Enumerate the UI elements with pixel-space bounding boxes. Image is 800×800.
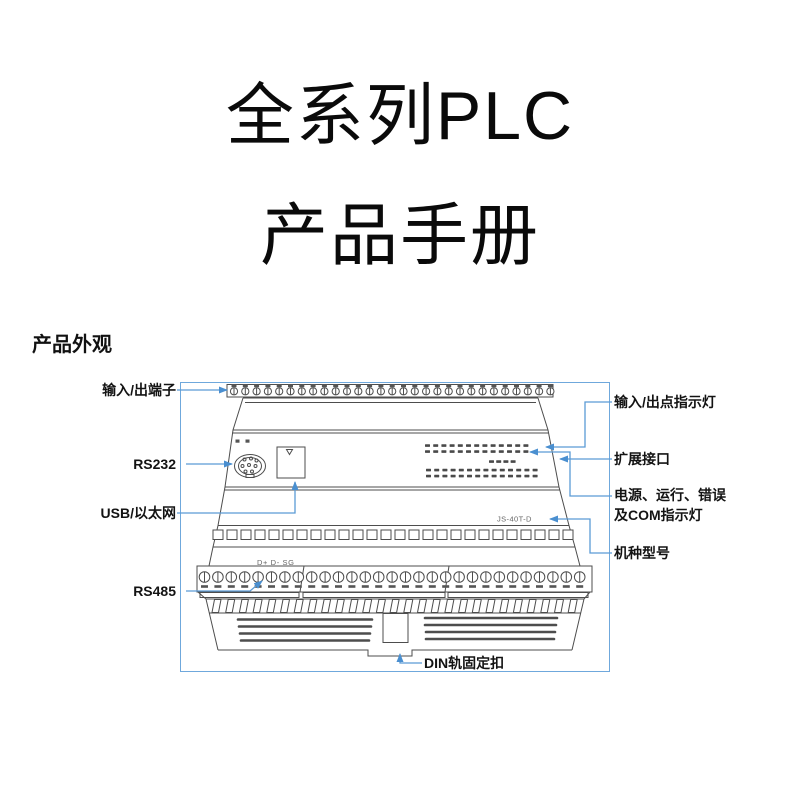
- label-usb-ethernet: USB/以太网: [100, 505, 176, 521]
- callout-rs485: [186, 580, 263, 592]
- label-expansion-port: 扩展接口: [614, 451, 670, 467]
- label-din-rail-clip: DIN轨固定扣: [424, 655, 505, 671]
- label-rs485: RS485: [133, 583, 176, 599]
- bottom-vents: [236, 616, 559, 642]
- diagram-frame: [180, 382, 610, 672]
- din-rail-tab: [218, 649, 572, 657]
- device-model-text: JS-40T-D: [497, 515, 532, 524]
- callout-power-leds: [529, 448, 612, 497]
- callout-din: [396, 653, 422, 664]
- doc-title-line2: 产品手册: [259, 198, 540, 274]
- label-model-number: 机种型号: [614, 545, 670, 561]
- din-clip-square: [382, 613, 409, 643]
- label-io-terminals: 输入/出端子: [102, 382, 176, 398]
- label-rs232: RS232: [133, 456, 176, 472]
- label-power-line1: 电源、运行、错误: [614, 487, 726, 503]
- label-power-run-error-com-leds: 电源、运行、错误 及COM指示灯: [614, 485, 726, 525]
- callout-io-leds: [545, 401, 612, 451]
- callout-usb: [177, 481, 299, 514]
- callout-lines: [177, 386, 612, 664]
- rs485-pin-labels: D+ D- SG: [257, 558, 295, 567]
- led-indicator-dashes: [425, 444, 538, 478]
- usb-port: [276, 446, 306, 479]
- top-terminal-screws: [229, 383, 555, 396]
- rs232-connector: [234, 439, 266, 478]
- device-body-outline: [196, 384, 593, 657]
- plc-device-drawing: JS-40T-D D+ D- SG: [177, 383, 612, 664]
- label-io-indicator-leds: 输入/出点指示灯: [614, 394, 716, 410]
- callout-model: [549, 515, 612, 554]
- label-power-line2: 及COM指示灯: [614, 507, 703, 523]
- hatch-slot-row: [211, 599, 578, 613]
- expansion-slot-row: [212, 529, 574, 540]
- doc-title-line1: 全系列PLC: [225, 78, 575, 154]
- section-heading: 产品外观: [32, 334, 112, 356]
